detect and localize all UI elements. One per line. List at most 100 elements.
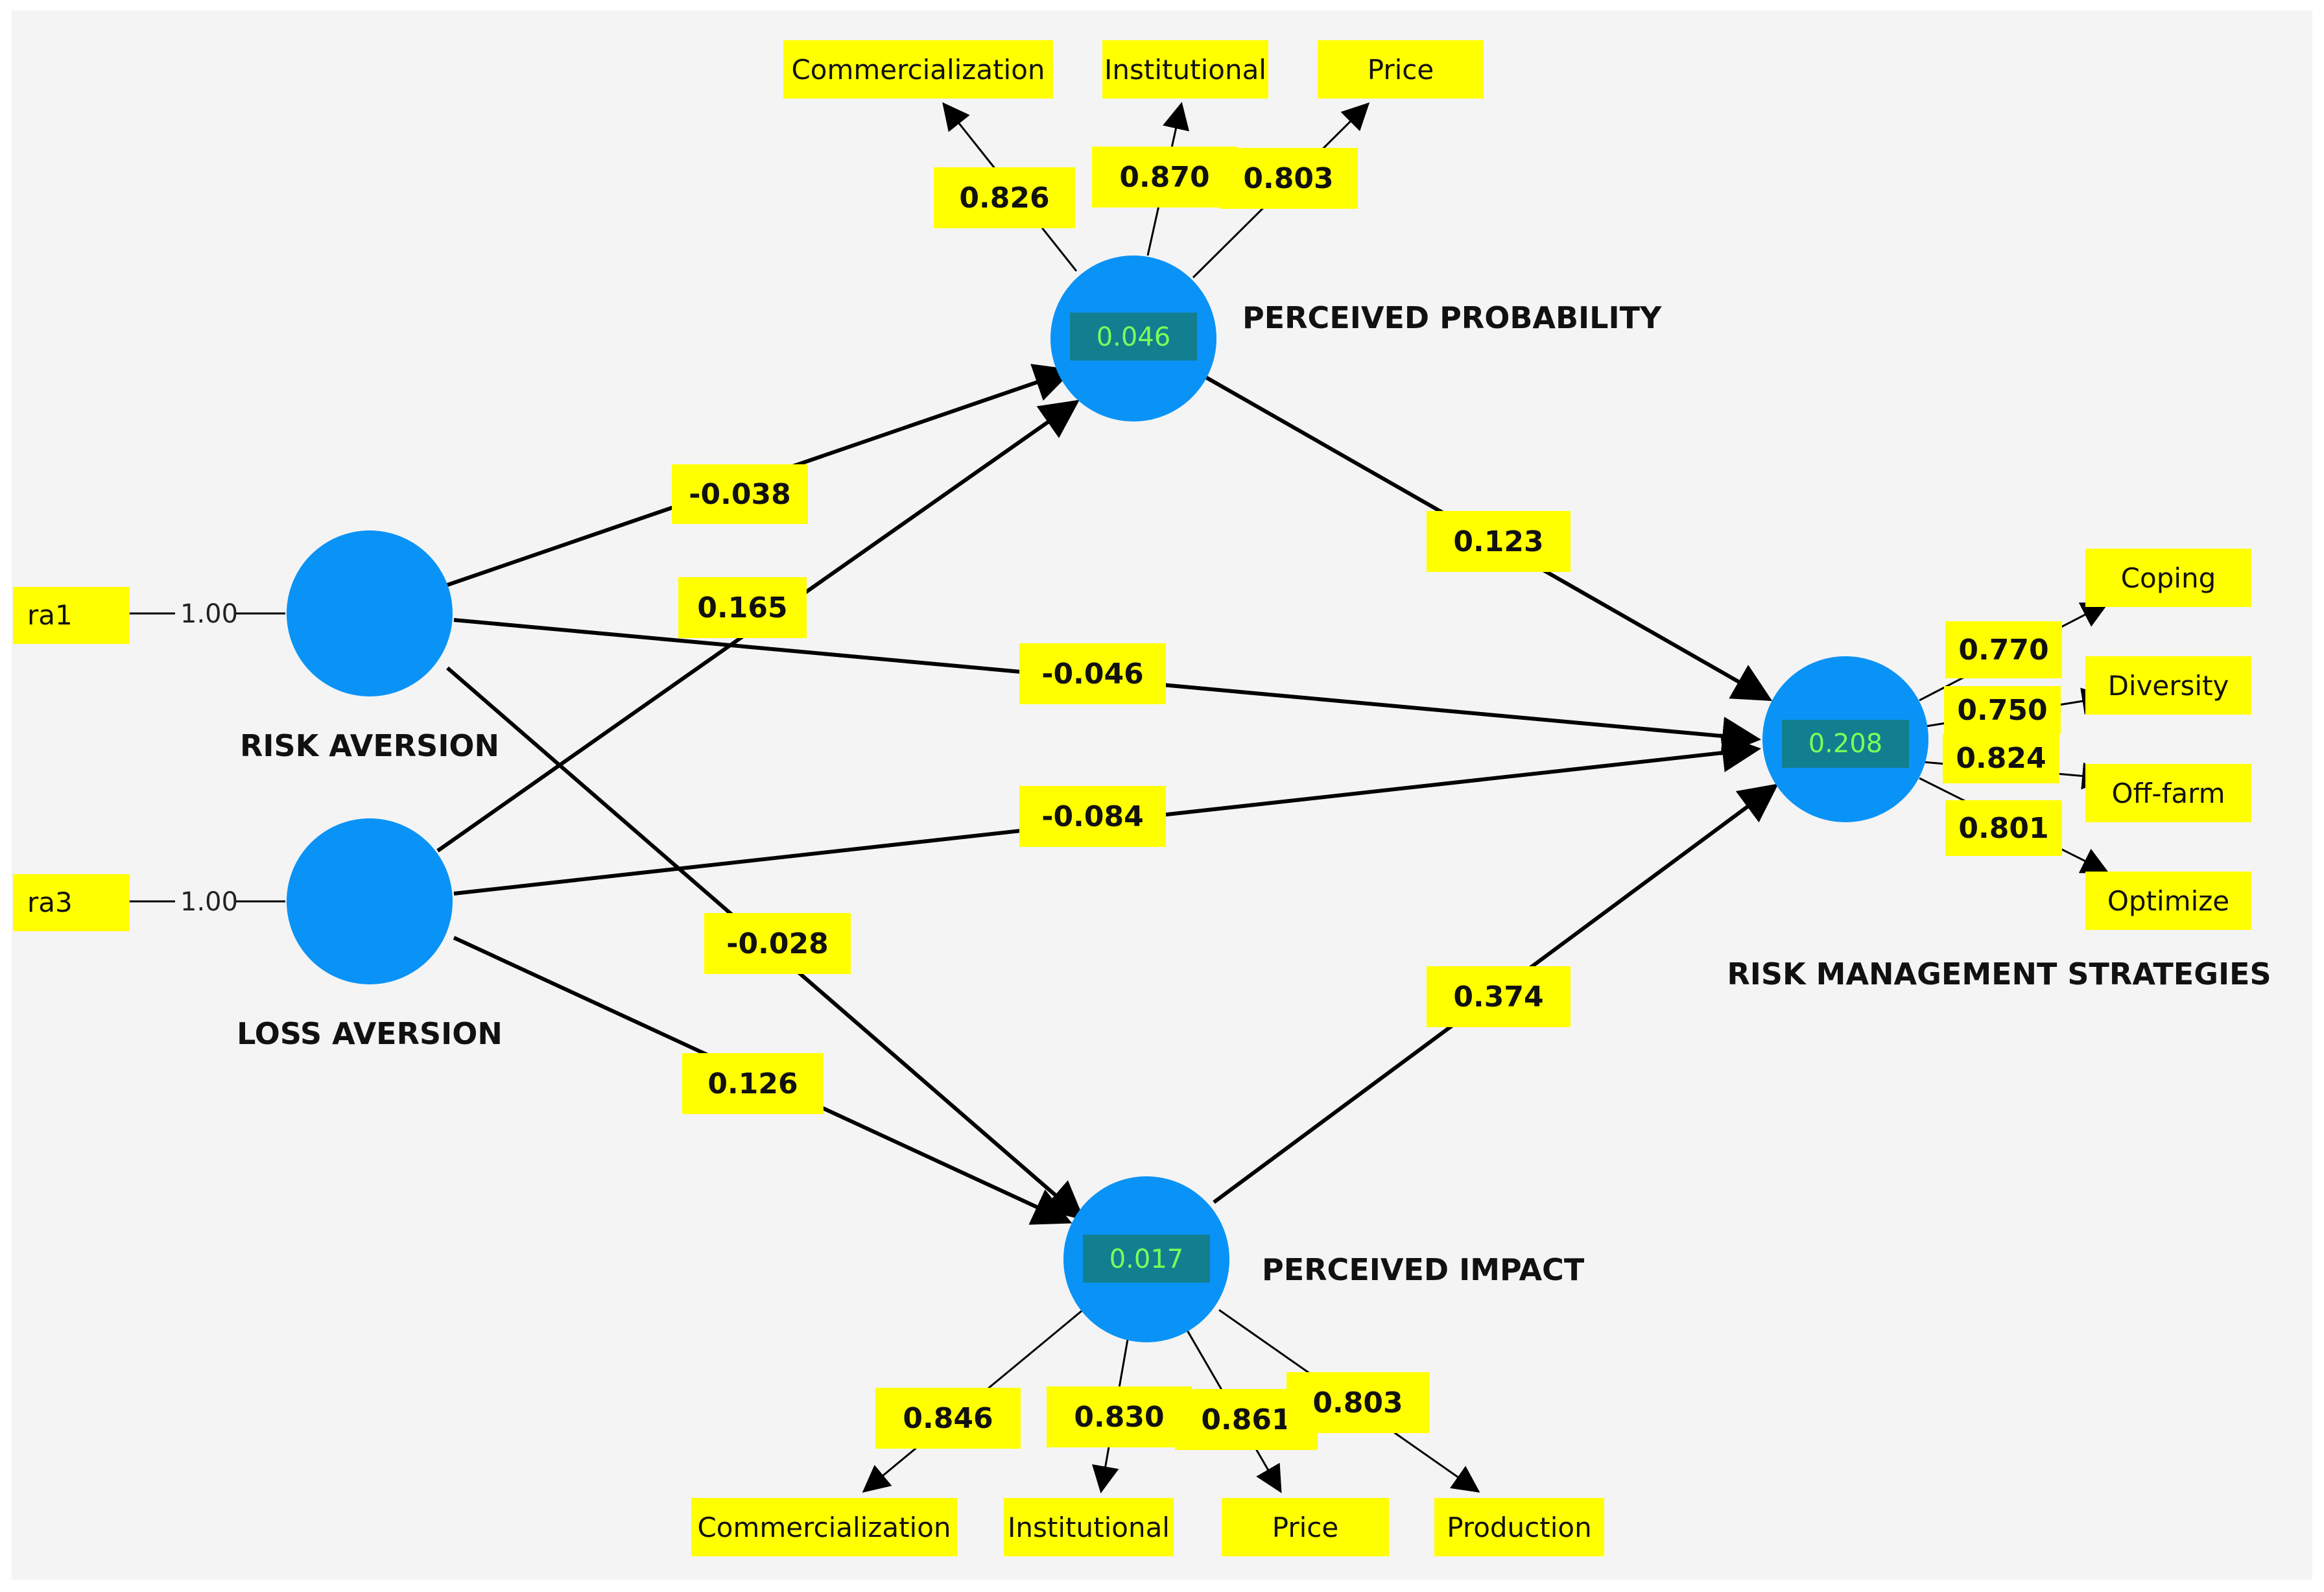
perceived-impact-r2: 0.017 xyxy=(1109,1244,1184,1274)
pi-institutional-box xyxy=(1004,1498,1174,1556)
loading-box xyxy=(1047,1386,1192,1447)
ra1-label: ra1 xyxy=(27,599,73,631)
pi-loading-institutional: 0.830 xyxy=(1047,1386,1192,1447)
loading-box xyxy=(875,1388,1021,1449)
risk-management-r2-box xyxy=(1782,720,1909,768)
pi-indicator-institutional: Institutional xyxy=(1004,1498,1174,1556)
pi-loading-production: 0.803 xyxy=(1286,1372,1429,1433)
rm-indicator-offfarm: Off-farm xyxy=(2085,764,2251,822)
loading-box xyxy=(1219,148,1358,209)
pp-indicator-price: Price xyxy=(1318,40,1484,99)
rm-optimize-box xyxy=(2085,872,2251,930)
ra1-box xyxy=(13,587,130,644)
rm-offfarm-label: Off-farm xyxy=(2111,778,2225,809)
pp-institutional-label: Institutional xyxy=(1104,54,1266,86)
perceived-probability-r2: 0.046 xyxy=(1097,322,1171,352)
coef-box xyxy=(672,464,808,524)
coef-box xyxy=(1427,966,1571,1027)
ra3-indicator: ra3 xyxy=(13,874,130,931)
loading-value: 0.803 xyxy=(1243,162,1333,195)
pi-price-label: Price xyxy=(1272,1512,1338,1543)
loading-value: 0.830 xyxy=(1074,1401,1164,1434)
loading-value: 0.770 xyxy=(1958,634,2048,667)
coef-box xyxy=(1019,643,1166,704)
pp-loading-institutional: 0.870 xyxy=(1092,147,1237,208)
pi-production-box xyxy=(1434,1498,1604,1556)
loading-value: 0.803 xyxy=(1312,1386,1403,1420)
coef-box xyxy=(1019,786,1166,847)
pi-commercialization-box xyxy=(691,1498,957,1556)
ra1-loading: 1.00 xyxy=(180,599,238,629)
loading-value: 0.750 xyxy=(1957,694,2047,727)
loading-value: 0.801 xyxy=(1958,812,2048,845)
pp-loading-commercialization: 0.826 xyxy=(934,167,1075,228)
loading-box xyxy=(1945,800,2062,856)
coef-loss-to-impact: 0.126 xyxy=(682,1053,824,1114)
coef-loss-to-management: -0.084 xyxy=(1019,786,1166,847)
loading-value: 0.846 xyxy=(903,1402,993,1435)
coef-box xyxy=(704,913,851,974)
coef-probability-to-management: 0.123 xyxy=(1427,511,1571,572)
coef-box xyxy=(682,1053,824,1114)
pp-price-label: Price xyxy=(1368,54,1434,86)
perceived-impact-title: PERCEIVED IMPACT xyxy=(1262,1252,1585,1287)
risk-aversion-title: RISK AVERSION xyxy=(240,728,499,763)
rm-loading-diversity: 0.750 xyxy=(1944,686,2061,734)
risk-aversion-node xyxy=(287,530,453,696)
ra3-box xyxy=(13,874,130,931)
coef-value: -0.084 xyxy=(1041,800,1143,833)
rm-diversity-box xyxy=(2085,656,2251,715)
loading-value: 0.870 xyxy=(1119,161,1209,194)
risk-management-node-group: 0.208 xyxy=(1762,656,1928,822)
ra3-label: ra3 xyxy=(27,886,73,918)
coef-risk-to-management: -0.046 xyxy=(1019,643,1166,704)
pp-commercialization-label: Commercialization xyxy=(791,54,1045,86)
rm-indicator-coping: Coping xyxy=(2085,549,2251,607)
pi-indicator-commercialization: Commercialization xyxy=(691,1498,957,1556)
pp-commercialization-box xyxy=(783,40,1053,99)
ra3-loading: 1.00 xyxy=(180,887,238,917)
pi-loading-commercialization: 0.846 xyxy=(875,1388,1021,1449)
risk-management-title: RISK MANAGEMENT STRATEGIES xyxy=(1727,956,2271,992)
rm-coping-box xyxy=(2085,549,2251,607)
coef-value: 0.165 xyxy=(697,591,787,624)
pp-indicator-commercialization: Commercialization xyxy=(783,40,1053,99)
rm-loading-coping: 0.770 xyxy=(1945,621,2062,678)
coef-value: 0.126 xyxy=(707,1067,798,1100)
coef-impact-to-management: 0.374 xyxy=(1427,966,1571,1027)
coef-value: 0.374 xyxy=(1453,980,1543,1014)
rm-loading-optimize: 0.801 xyxy=(1945,800,2062,856)
coef-value: 0.123 xyxy=(1453,525,1543,558)
loading-value: 0.861 xyxy=(1201,1403,1291,1436)
ra1-indicator: ra1 xyxy=(13,587,130,644)
coef-loss-to-probability: 0.165 xyxy=(678,577,807,638)
loading-box xyxy=(1286,1372,1429,1433)
loading-value: 0.824 xyxy=(1956,742,2046,775)
pi-institutional-label: Institutional xyxy=(1008,1512,1170,1543)
coef-value: -0.038 xyxy=(689,478,790,511)
loss-aversion-node xyxy=(287,818,453,984)
loading-box xyxy=(1092,147,1237,208)
loading-box xyxy=(1944,686,2061,734)
rm-diversity-label: Diversity xyxy=(2108,670,2229,702)
pp-institutional-box xyxy=(1102,40,1268,99)
perceived-probability-r2-box xyxy=(1070,313,1197,361)
coef-value: -0.028 xyxy=(726,927,828,960)
pi-production-label: Production xyxy=(1447,1512,1591,1543)
pi-indicator-production: Production xyxy=(1434,1498,1604,1556)
loading-box xyxy=(1943,734,2059,783)
rm-loading-offfarm: 0.824 xyxy=(1943,734,2059,783)
rm-offfarm-box xyxy=(2085,764,2251,822)
perceived-probability-title: PERCEIVED PROBABILITY xyxy=(1242,300,1662,335)
coef-box xyxy=(1427,511,1571,572)
pp-price-box xyxy=(1318,40,1484,99)
coef-box xyxy=(678,577,807,638)
rm-optimize-label: Optimize xyxy=(2107,885,2229,917)
loading-box xyxy=(1945,621,2062,678)
pp-loading-price: 0.803 xyxy=(1219,148,1358,209)
pi-indicator-price: Price xyxy=(1222,1498,1389,1556)
perceived-impact-node-group: 0.017 xyxy=(1063,1176,1229,1342)
coef-risk-to-impact: -0.028 xyxy=(704,913,851,974)
